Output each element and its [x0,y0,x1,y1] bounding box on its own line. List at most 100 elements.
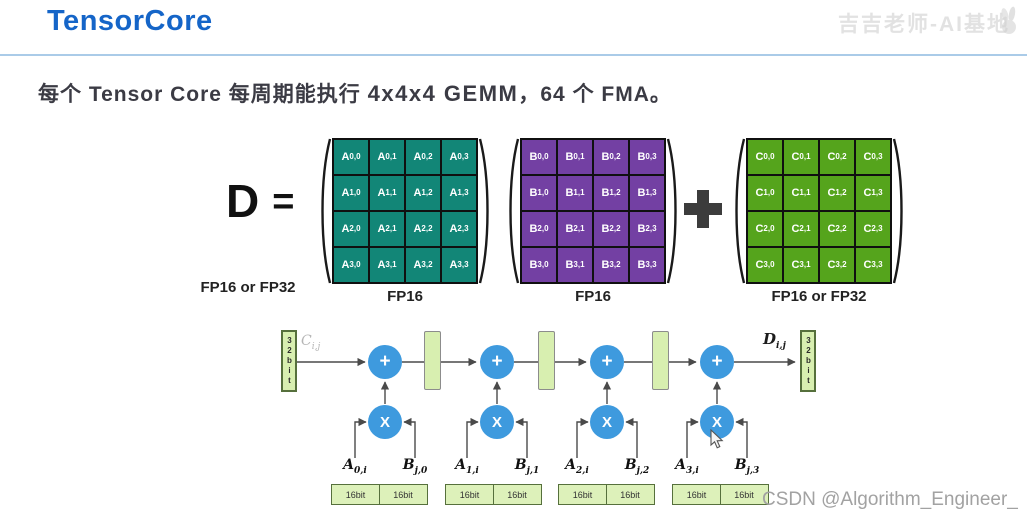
operand-b-bitwidth-box-1: 16bit [492,484,542,505]
equation-result: D = [226,178,294,224]
heading-text: 每个 Tensor Core 每周期能执行 [38,83,368,106]
multiplier-circle-1: X [480,405,514,439]
adder-circle-0: + [368,345,402,379]
pipeline-register-0 [424,331,441,390]
matrix-b-type-label: FP16 [575,288,611,305]
slide-heading: 每个 Tensor Core 每周期能执行 4x4x4 GEMM，64 个 FM… [38,78,672,108]
result-output-bitwidth-label: 32bit [804,336,813,386]
matrix-a-paren-left [321,138,332,284]
multiplier-circle-0: X [368,405,402,439]
matrix-b-paren-right [666,138,677,284]
operand-a-bitwidth-box-2: 16bit [558,484,607,505]
operand-a-bitwidth-box-1: 16bit [445,484,494,505]
operand-b-label-2: Bj,2 [624,457,650,476]
plus-operator [684,190,722,228]
operand-b-label-3: Bj,3 [734,457,760,476]
operand-b-bitwidth-box-2: 16bit [605,484,655,505]
accumulator-input-bitwidth-label: 32bit [285,336,294,386]
operand-a-label-1: A1,i [455,457,479,476]
matrix-b-paren-left [509,138,520,284]
operand-b-label-0: Bj,0 [402,457,428,476]
multiplier-circle-2: X [590,405,624,439]
operand-a-label-3: A3,i [675,457,699,476]
operand-b-bitwidth-box-3: 16bit [719,484,769,505]
bottom-right-watermark: CSDN @Algorithm_Engineer_ [762,489,1018,510]
pipeline-register-2 [652,331,669,390]
operand-b-bitwidth-box-0: 16bit [378,484,428,505]
matrix-c-type-label: FP16 or FP32 [771,288,867,305]
operand-b-label-1: Bj,1 [514,457,540,476]
matrix-c-paren-left [735,138,746,284]
heading-gemm-text: 4x4x4 GEMM [367,81,519,106]
adder-circle-3: + [700,345,734,379]
matrix-a-type-label: FP16 [387,288,423,305]
operand-a-bitwidth-box-0: 16bit [331,484,380,505]
result-symbol: D [226,175,260,227]
mouse-cursor-icon [710,429,724,449]
operand-a-bitwidth-box-3: 16bit [672,484,721,505]
accumulator-input-label: Ci,j [301,333,321,352]
title-divider [0,54,1027,56]
watermark-logo-icon [1001,6,1016,34]
accumulator-input-bitwidth-box: 32bit [281,330,297,392]
matrix-c-paren-right [892,138,903,284]
adder-circle-2: + [590,345,624,379]
heading-fma-text: ，64 个 FMA。 [518,83,672,106]
pipeline-register-1 [538,331,555,390]
matrix-a-paren-right [478,138,489,284]
result-output-label: Di,j [763,330,786,351]
